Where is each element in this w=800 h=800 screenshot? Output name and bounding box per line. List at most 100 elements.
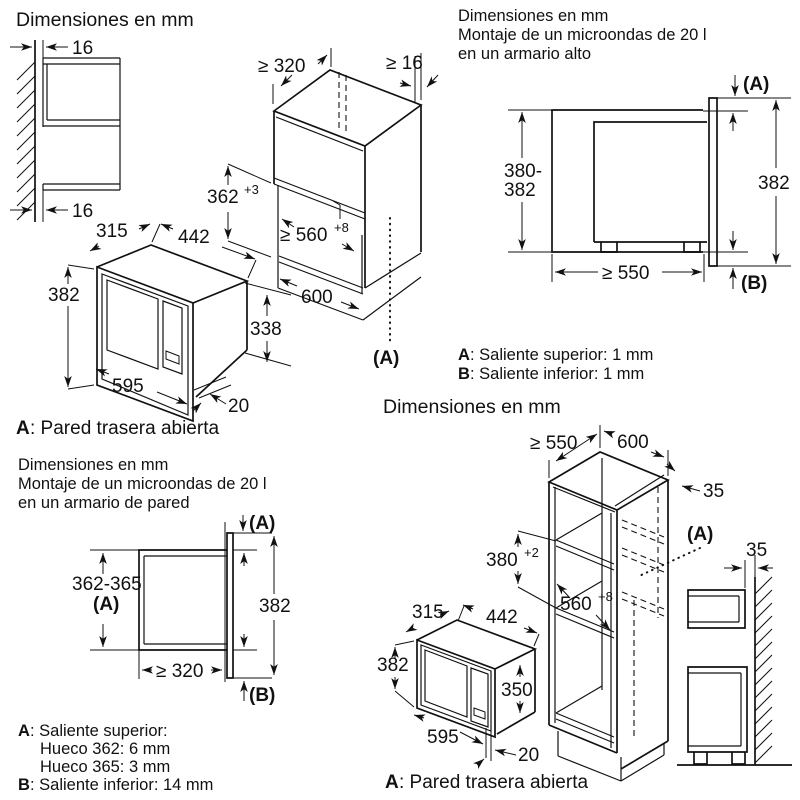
dim-label: 595	[427, 727, 459, 748]
panel2-notes: A : Saliente superior: 1 mm B : Saliente…	[458, 346, 653, 383]
dim-label: 16	[72, 38, 93, 59]
note-a-key: A	[458, 346, 470, 364]
body-outline	[138, 549, 227, 651]
lower-box-inner	[688, 672, 742, 747]
ref-a-label: (A)	[743, 74, 769, 95]
dim-niche-height: 362 +3	[207, 163, 272, 258]
arrow	[664, 460, 676, 472]
feet	[600, 242, 701, 253]
panel3-title-3: en un armario de pared	[18, 494, 190, 512]
extension-lines	[90, 532, 272, 679]
leader	[517, 530, 557, 609]
ref-a-label: (A)	[373, 348, 399, 369]
open-back-leader	[636, 547, 701, 578]
panel-bottom-right: Dimensiones en mm (A) ≥ 550 600	[377, 396, 792, 793]
arrow	[209, 393, 227, 405]
dim-label: ≥ 320	[156, 661, 203, 682]
arrow	[89, 242, 102, 252]
note-b-text: : Saliente inferior: 1 mm	[470, 365, 644, 383]
extension-lines	[744, 555, 756, 588]
cabinet-outline	[551, 109, 703, 253]
vertical-edges	[548, 480, 669, 753]
dim-tolerance: +2	[524, 545, 539, 560]
dim-niche-width: ≥ 560 +8	[280, 218, 355, 252]
wall-section-detail: 16 16	[10, 38, 121, 222]
feet	[693, 752, 746, 765]
faceplate	[708, 97, 718, 267]
top-face	[272, 69, 423, 147]
arrow	[459, 731, 484, 745]
dim-mw-depth: 315	[89, 221, 151, 252]
note-a-text: : Saliente superior: 1 mm	[470, 346, 653, 364]
frame-flange	[485, 728, 492, 761]
arrow	[523, 625, 538, 634]
dim-ref-b: (B)	[729, 231, 767, 294]
dim-mw-frame-depth: 20	[473, 745, 539, 770]
wall-hatch	[16, 61, 36, 221]
note-a-key: A	[18, 722, 30, 740]
front-frame	[416, 638, 496, 739]
dim-mw-front-width: 595	[95, 368, 188, 405]
leader	[151, 223, 257, 279]
panel2-title-2: Montaje de un microondas de 20 l	[458, 26, 707, 44]
wall-hatch	[754, 576, 773, 764]
panel-top-right: Dimensiones en mm Montaje de un microond…	[458, 7, 791, 383]
dim-label: 595	[112, 376, 144, 397]
shelves	[555, 512, 615, 744]
ref-a-mid-label: (A)	[93, 594, 119, 615]
panel-bottom-left: Dimensiones en mm Montaje de un microond…	[18, 456, 291, 794]
dim-niche-height: 362-365 (A)	[72, 553, 142, 647]
leader	[67, 264, 95, 390]
wall-gap-side-view: 35	[677, 540, 792, 766]
dim-wall-gap-top: 16	[10, 38, 93, 59]
arrow	[221, 246, 256, 260]
hidden-edges	[338, 72, 347, 131]
dim-label-line2: 382	[504, 180, 536, 201]
dim-label: 338	[250, 319, 282, 340]
body-edges	[96, 244, 250, 398]
arrow	[190, 402, 202, 414]
dim-mw-front-width: 595	[413, 714, 484, 748]
dim-depth-min: ≥ 550	[530, 433, 598, 462]
dim-front-height: 382	[758, 100, 790, 264]
control-button	[473, 707, 486, 720]
dim-label: 600	[301, 287, 333, 308]
caption-text: : Pared trasera abierta	[399, 772, 588, 793]
control-button	[165, 350, 180, 365]
panel3-title-1: Dimensiones en mm	[18, 456, 168, 474]
leader	[244, 282, 292, 367]
dim-label: 362	[207, 187, 239, 208]
body-inner	[143, 555, 227, 645]
extension-lines	[508, 97, 791, 282]
arrow	[138, 223, 151, 233]
dim-label: 20	[518, 745, 539, 766]
dim-label: ≥ 16	[386, 53, 423, 74]
arrow	[316, 54, 328, 66]
note-hueco-362: Hueco 362: 6 mm	[40, 740, 170, 758]
panel1-title: Dimensiones en mm	[16, 9, 194, 31]
niche-opening	[277, 185, 364, 295]
dim-label: ≥ 550	[602, 263, 649, 284]
arrow	[341, 242, 355, 252]
arrow	[156, 391, 188, 405]
dim-label: 315	[96, 221, 128, 242]
dim-wall-gap-bottom: 16	[10, 201, 93, 222]
dim-ref-b: (B)	[240, 634, 275, 706]
dim-label: 16	[72, 201, 93, 222]
panel3-title-2: Montaje de un microondas de 20 l	[18, 475, 267, 493]
ref-a-label: (A)	[687, 524, 713, 545]
leader	[227, 163, 272, 258]
tall-cabinet-side-view: (A) (B) 382 380- 382 ≥ 550	[504, 74, 791, 294]
dim-mw-width: 442	[457, 604, 540, 647]
note-a-text: : Saliente superior:	[30, 722, 168, 740]
arrow	[494, 748, 517, 757]
dim-label: 560	[560, 594, 592, 615]
dim-ref-a: (A)	[239, 513, 275, 566]
panel4-title: Dimensiones en mm	[383, 396, 561, 418]
dim-body-height: 338	[244, 282, 292, 367]
frame-inner	[420, 644, 492, 732]
wall-cabinet-side-view: (A) (B) 382 362-365 (A) ≥ 320	[72, 513, 291, 706]
dim-label: 442	[486, 607, 518, 628]
